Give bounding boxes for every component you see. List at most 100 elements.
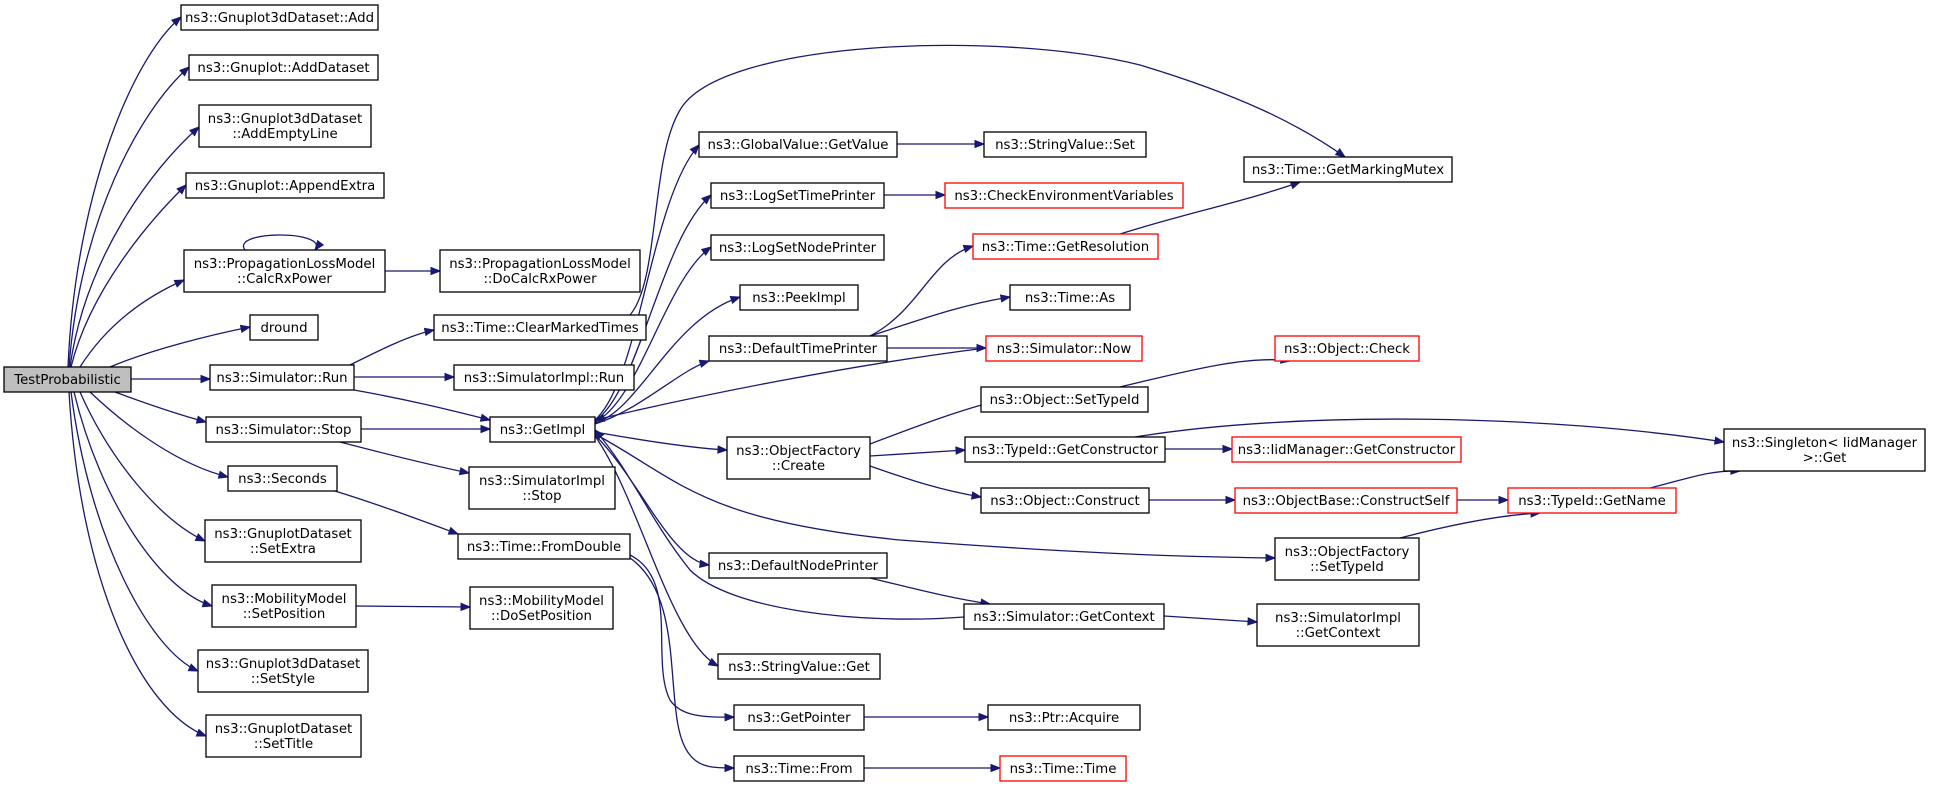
node-sim-getcontext[interactable]: ns3::Simulator::GetContext — [963, 603, 1165, 630]
node-objbase-constructself[interactable]: ns3::ObjectBase::ConstructSelf — [1234, 487, 1458, 514]
node-of-create[interactable]: ns3::ObjectFactory::Create — [726, 436, 871, 480]
node-plm-docalc[interactable]: ns3::PropagationLossModel::DoCalcRxPower — [439, 249, 641, 293]
edge-line — [69, 126, 200, 368]
node-time-clearmarked[interactable]: ns3::Time::ClearMarkedTimes — [433, 314, 647, 341]
edge-line — [594, 431, 728, 451]
node-box — [185, 172, 385, 199]
edge-line — [349, 329, 435, 366]
node-mm-setpos[interactable]: ns3::MobilityModel::SetPosition — [211, 584, 357, 628]
node-obj-construct[interactable]: ns3::Object::Construct — [980, 487, 1150, 514]
node-label: ns3::Time::As — [1025, 291, 1115, 306]
edge-root-to-gp_appendextra — [70, 184, 187, 368]
node-box — [1274, 335, 1420, 362]
node-getimpl[interactable]: ns3::GetImpl — [489, 416, 596, 443]
node-iidmgr-getctor[interactable]: ns3::IidManager::GetConstructor — [1231, 436, 1462, 463]
edge-defaulttimeprinter-to-time_as — [869, 294, 1012, 337]
node-sim-stop[interactable]: ns3::Simulator::Stop — [205, 416, 362, 443]
edge-line — [869, 245, 974, 337]
edge-arrowhead — [999, 294, 1012, 303]
edge-arrowhead — [724, 713, 736, 722]
node-mm-dosetpos[interactable]: ns3::MobilityModel::DoSetPosition — [469, 586, 614, 630]
node-strval-get[interactable]: ns3::StringValue::Get — [717, 653, 881, 680]
node-g3d-addempty[interactable]: ns3::Gnuplot3dDataset::AddEmptyLine — [198, 104, 372, 148]
node-gd-settitle[interactable]: ns3::GnuplotDataset::SetTitle — [205, 714, 362, 758]
node-dround[interactable]: dround — [249, 314, 319, 341]
node-label: ns3::GnuplotDataset — [214, 527, 352, 542]
node-sim-now[interactable]: ns3::Simulator::Now — [985, 335, 1143, 362]
node-box — [1231, 436, 1462, 463]
node-gd-setextra[interactable]: ns3::GnuplotDataset::SetExtra — [204, 519, 362, 563]
node-box — [710, 182, 885, 209]
node-defaulttimeprinter[interactable]: ns3::DefaultTimePrinter — [708, 335, 888, 362]
node-time-as[interactable]: ns3::Time::As — [1009, 284, 1131, 311]
node-gv-getvalue[interactable]: ns3::GlobalValue::GetValue — [698, 131, 898, 158]
edge-sim_getcontext-to-getimpl — [594, 428, 965, 620]
edge-line — [869, 296, 1011, 337]
node-getpointer[interactable]: ns3::GetPointer — [733, 704, 865, 731]
node-time-from[interactable]: ns3::Time::From — [733, 755, 865, 782]
node-obj-settypeid[interactable]: ns3::Object::SetTypeId — [980, 386, 1149, 413]
edge-line — [594, 360, 710, 425]
node-time-getres[interactable]: ns3::Time::GetResolution — [972, 233, 1159, 260]
node-g3d-add[interactable]: ns3::Gnuplot3dDataset::Add — [180, 4, 379, 31]
edge-line — [68, 66, 190, 368]
node-plm-calc[interactable]: ns3::PropagationLossModel::CalcRxPower — [183, 249, 386, 293]
node-time-fromdouble[interactable]: ns3::Time::FromDouble — [457, 533, 631, 560]
node-typeid-getctor[interactable]: ns3::TypeId::GetConstructor — [964, 436, 1166, 463]
edge-line — [73, 391, 213, 607]
node-label: ns3::Time::GetMarkingMutex — [1252, 163, 1444, 178]
node-box — [3, 366, 132, 393]
node-defaultnodeprinter[interactable]: ns3::DefaultNodePrinter — [708, 552, 888, 579]
node-label: ns3::Time::GetResolution — [982, 240, 1149, 255]
node-sim-run[interactable]: ns3::Simulator::Run — [209, 364, 355, 391]
node-simimpl-getcontext[interactable]: ns3::SimulatorImpl::GetContext — [1256, 603, 1420, 647]
node-obj-check[interactable]: ns3::Object::Check — [1274, 335, 1420, 362]
edge-line — [594, 433, 1276, 559]
edge-obj_settypeid-to-obj_check — [1119, 355, 1292, 388]
node-logsetnodeprinter[interactable]: ns3::LogSetNodePrinter — [710, 234, 885, 261]
node-label: ns3::Simulator::Stop — [216, 423, 352, 438]
edge-line — [355, 605, 471, 608]
node-of-settypeid[interactable]: ns3::ObjectFactory::SetTypeId — [1274, 537, 1420, 581]
node-box — [209, 364, 355, 391]
edge-arrowhead — [217, 470, 230, 479]
node-gp-appendextra[interactable]: ns3::Gnuplot::AppendExtra — [185, 172, 385, 199]
node-logsettimeprinter[interactable]: ns3::LogSetTimePrinter — [710, 182, 885, 209]
node-time-time[interactable]: ns3::Time::Time — [999, 755, 1127, 782]
edge-objbase_constructself-to-typeid_getname — [1457, 495, 1510, 505]
node-box — [985, 335, 1143, 362]
edge-arrowhead — [978, 712, 990, 722]
node-label: ::SetTitle — [254, 737, 313, 752]
node-gp-adddataset[interactable]: ns3::Gnuplot::AddDataset — [188, 54, 379, 81]
node-checkenv[interactable]: ns3::CheckEnvironmentVariables — [944, 182, 1184, 209]
node-simimpl-run[interactable]: ns3::SimulatorImpl::Run — [453, 364, 635, 391]
node-seconds[interactable]: ns3::Seconds — [227, 465, 338, 492]
node-box — [1234, 487, 1458, 514]
node-box — [733, 704, 865, 731]
edge-arrowhead — [444, 372, 456, 382]
edge-obj_construct-to-objbase_constructself — [1149, 495, 1237, 505]
node-singleton-get[interactable]: ns3::Singleton< IidManager>::Get — [1723, 428, 1926, 472]
edge-typeid_getctor-to-singleton_get — [1134, 418, 1726, 445]
node-box — [963, 603, 1165, 630]
edge-arrowhead — [962, 244, 975, 253]
node-g3d-setstyle[interactable]: ns3::Gnuplot3dDataset::SetStyle — [197, 649, 369, 693]
edge-time_getres-to-time_getmarkingmutex — [1119, 181, 1302, 235]
node-label: ns3::Time::FromDouble — [467, 540, 621, 555]
node-label: ::DoSetPosition — [491, 609, 592, 624]
node-box — [204, 519, 362, 563]
node-label: ::Create — [772, 459, 825, 474]
node-box — [197, 649, 369, 693]
edge-arrowhead — [974, 139, 986, 149]
node-time-getmarkingmutex[interactable]: ns3::Time::GetMarkingMutex — [1243, 156, 1453, 183]
node-strval-set[interactable]: ns3::StringValue::Set — [983, 131, 1147, 158]
edge-arrowhead — [479, 413, 492, 422]
node-ptr-acquire[interactable]: ns3::Ptr::Acquire — [987, 704, 1141, 731]
edge-time_fromdouble-to-time_from — [629, 557, 736, 773]
edge-root-to-plm_calc — [79, 279, 186, 368]
node-peekimpl[interactable]: ns3::PeekImpl — [739, 284, 859, 311]
node-simimpl-stop[interactable]: ns3::SimulatorImpl::Stop — [468, 466, 616, 510]
node-root[interactable]: TestProbabilistic — [3, 366, 132, 393]
node-box — [205, 714, 362, 758]
node-typeid-getname[interactable]: ns3::TypeId::GetName — [1507, 487, 1677, 514]
